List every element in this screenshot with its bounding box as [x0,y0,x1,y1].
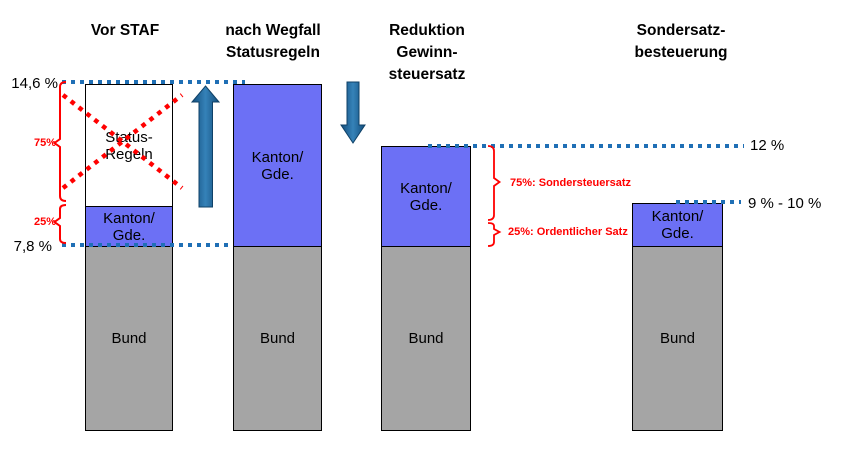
segment-label-line: Kanton/ [651,208,704,225]
bar4-bund-segment: Bund [632,246,723,431]
arrow-up-icon [190,85,221,208]
right-bracket-75 [487,145,502,221]
bar3-kanton-segment: Kanton/ Gde. [381,146,471,247]
column-title-wegfall: nach Wegfall Statusregeln [198,20,348,64]
segment-label-line: Bund [111,330,147,347]
rate-label-12: 12 % [750,137,785,154]
bar1-bund-segment: Bund [85,246,173,431]
bracket-label-25: 25% [33,216,56,228]
segment-label-line: Kanton/ [103,209,155,227]
segment-label-line: Bund [259,330,296,347]
segment-label-line: Status- [105,128,153,146]
bracket-label-ordentlicher-satz: 25%: Ordentlicher Satz [508,226,628,238]
bar2-bund-segment: Bund [233,246,322,431]
bar1-status-regeln-segment: Status- Regeln [85,84,173,207]
column-title-vor-staf: Vor STAF [50,20,200,42]
bar4-kanton-segment: Kanton/ Gde. [632,203,723,247]
bar2-kanton-segment: Kanton/ Gde. [233,84,322,247]
rate-label-7-8: 7,8 % [13,238,52,255]
bracket-label-75: 75% [33,137,56,149]
segment-label-line: Kanton/ [251,148,304,166]
segment-label-line: Gde. [112,226,146,244]
arrow-down-icon [340,81,366,144]
right-bracket-25 [487,222,502,247]
segment-label-line: Gde. [409,196,443,214]
bar3-bund-segment: Bund [381,246,471,431]
column-title-reduktion: Reduktion Gewinn- steuersatz [352,20,502,86]
title-line: Gewinn- [396,44,458,61]
left-bracket-75 [52,81,67,202]
dotted-line-12-percent [428,144,744,148]
column-title-sondersatz: Sondersatz- besteuerung [606,20,756,64]
title-line: besteuerung [634,44,728,61]
bar1-kanton-segment: Kanton/ Gde. [85,206,173,247]
bracket-label-sondersteuersatz: 75%: Sondersteuersatz [510,177,632,189]
dotted-line-9-10-percent [676,200,741,204]
dotted-line-14-6-percent [62,80,245,84]
title-line: Sondersatz- [636,22,726,39]
title-line: Reduktion [389,22,465,39]
title-line: Vor STAF [90,22,160,39]
segment-label-line: Bund [408,330,444,347]
segment-label-line: Kanton/ [400,179,452,197]
segment-label-line: Gde. [661,225,694,242]
dotted-line-7-8-percent [62,243,233,247]
segment-label-line: Regeln [105,145,153,163]
title-line: nach Wegfall [225,22,321,39]
rate-label-9-10: 9 % - 10 % [748,195,822,212]
rate-label-14-6: 14,6 % [11,75,58,92]
segment-label-line: Bund [659,330,696,347]
title-line: Statusregeln [226,44,320,61]
segment-label-line: Gde. [261,165,294,183]
left-bracket-25 [52,204,67,244]
title-line: steuersatz [388,66,466,83]
